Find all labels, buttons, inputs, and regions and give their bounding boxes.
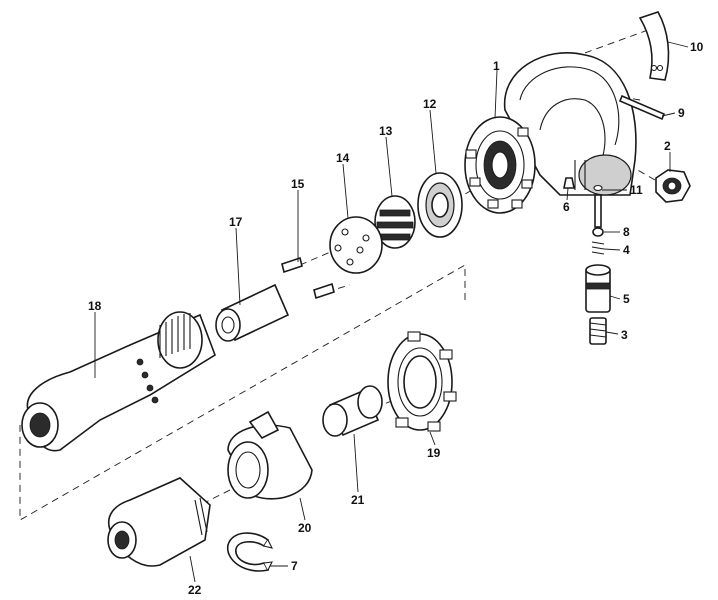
valve-body — [585, 264, 611, 313]
callout-4: 4 — [623, 243, 630, 257]
callout-22: 22 — [188, 583, 202, 597]
callout-14: 14 — [336, 151, 350, 165]
callout-2: 2 — [664, 139, 671, 153]
callout-18: 18 — [88, 299, 102, 313]
callout-11: 11 — [630, 183, 643, 197]
split-collar — [227, 410, 313, 500]
callout-6: 6 — [563, 200, 570, 214]
callout-10: 10 — [690, 40, 704, 54]
valve-stem — [593, 184, 603, 228]
throttle-lever — [638, 11, 670, 81]
valve-plug — [589, 317, 607, 345]
leader-lines — [94, 41, 689, 583]
callout-12: 12 — [423, 97, 437, 111]
callout-9: 9 — [678, 106, 685, 120]
ball-bearing — [417, 172, 463, 238]
callout-5: 5 — [623, 292, 630, 306]
ring-gear — [387, 331, 457, 432]
callout-7: 7 — [291, 559, 298, 573]
callout-19: 19 — [427, 446, 441, 460]
rotor — [374, 195, 416, 249]
callout-8: 8 — [623, 225, 630, 239]
callout-3: 3 — [621, 328, 628, 342]
spacer-sleeve — [322, 385, 383, 437]
small-screw — [563, 177, 575, 189]
cylinder-sleeve — [215, 283, 290, 342]
spindle-housing — [107, 477, 211, 567]
callout-13: 13 — [379, 124, 393, 138]
valve-spring — [591, 241, 605, 255]
callout-20: 20 — [298, 521, 312, 535]
motor-housing — [21, 311, 216, 452]
angle-head-housing — [464, 52, 637, 214]
inlet-nut — [655, 169, 691, 203]
callout-15: 15 — [291, 177, 305, 191]
callout-21: 21 — [351, 493, 365, 507]
callout-17: 17 — [229, 215, 243, 229]
lever-pin — [618, 94, 666, 121]
dowel-pins — [281, 256, 335, 300]
callout-1: 1 — [493, 59, 500, 73]
retaining-ring — [227, 532, 274, 572]
callout-numbers: 1 2 3 4 5 6 7 8 9 10 11 12 13 14 15 17 1… — [88, 40, 704, 597]
end-plate — [329, 216, 383, 274]
valve-seat — [592, 227, 604, 237]
